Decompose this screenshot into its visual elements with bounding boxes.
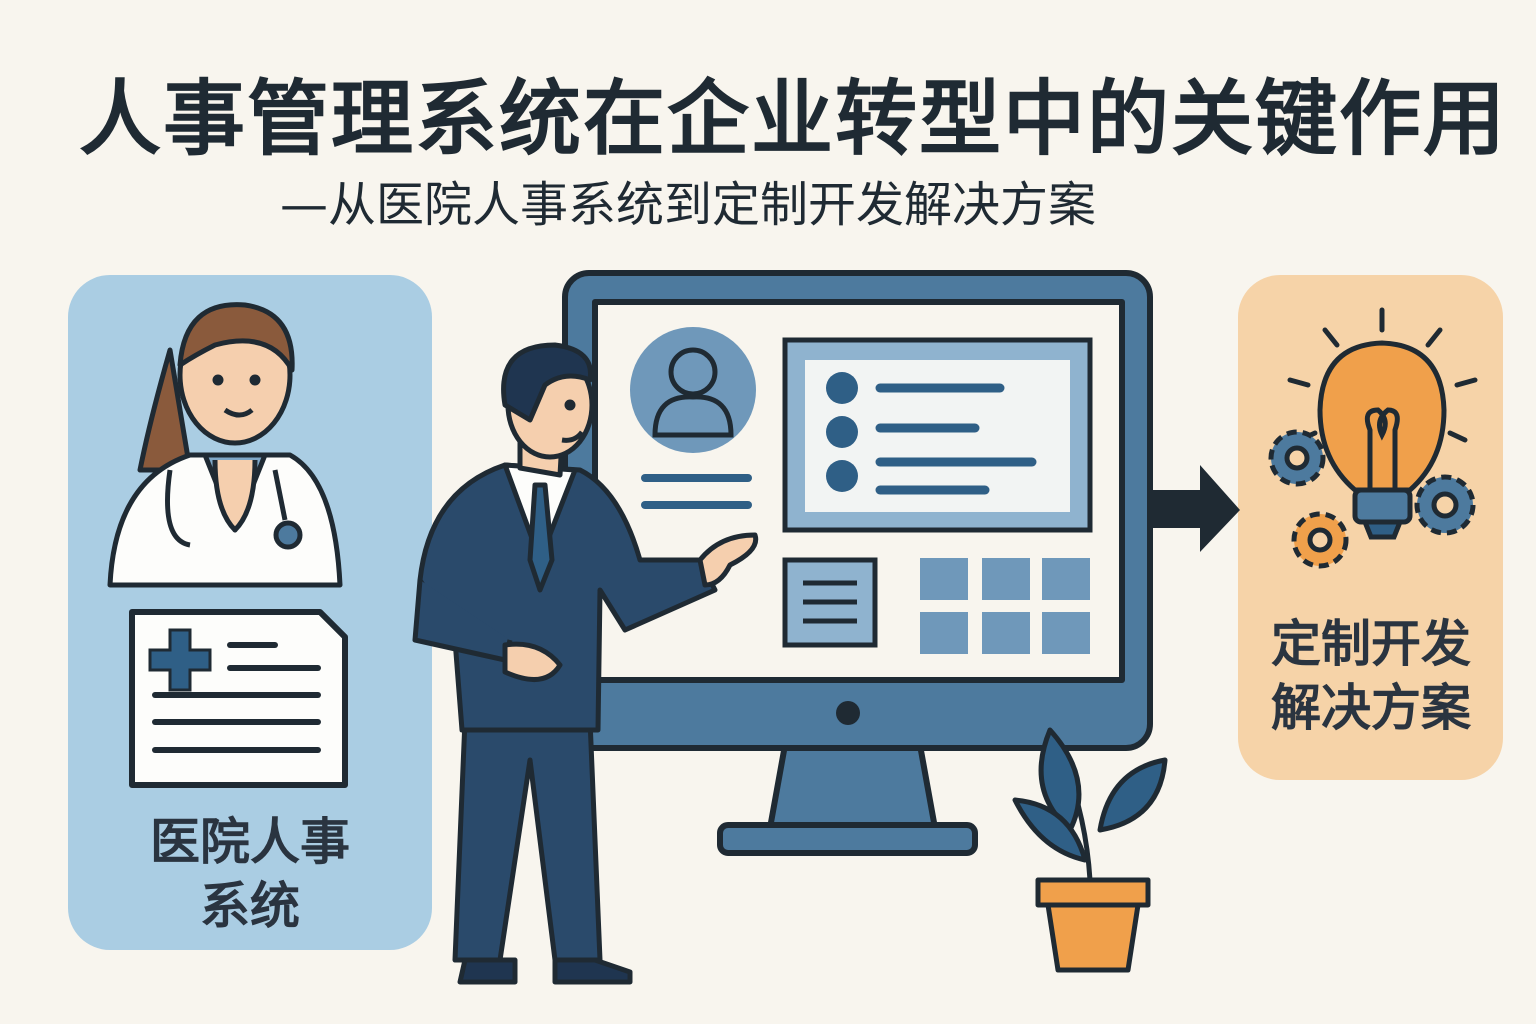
businessman-icon [412,342,759,985]
page-title: 人事管理系统在企业转型中的关键作用 [78,72,1507,167]
left-panel-label: 医院人事 系统 [120,810,380,938]
arrow-icon [1150,465,1240,552]
left-label-line2: 系统 [200,877,300,935]
medical-record-icon [129,609,348,788]
right-label-line1: 定制开发 [1271,615,1471,673]
right-label-line2: 解决方案 [1271,679,1471,737]
app-grid [920,558,1090,654]
right-panel-label: 定制开发 解决方案 [1240,612,1502,740]
doctor-icon [107,302,343,588]
page-subtitle: —从医院人事系统到定制开发解决方案 [280,177,1097,233]
left-label-line1: 医院人事 [150,813,350,871]
gear-icon [1268,429,1476,569]
plant-icon [1012,727,1168,973]
screen-content [630,327,1093,654]
